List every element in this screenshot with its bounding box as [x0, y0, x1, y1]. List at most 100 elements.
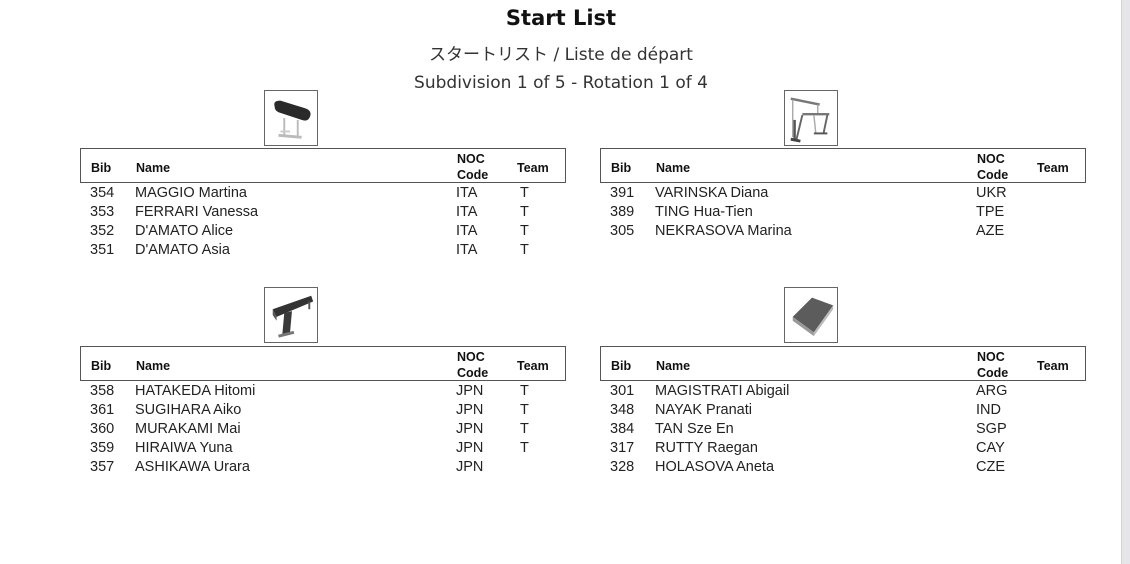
bib-cell: 357 — [90, 459, 115, 475]
column-header-name: Name — [656, 359, 691, 373]
column-header-bib: Bib — [91, 161, 112, 175]
name-cell: MURAKAMI Mai — [135, 421, 241, 437]
name-cell: NEKRASOVA Marina — [655, 223, 792, 239]
column-header-name: Name — [136, 161, 171, 175]
name-cell: MAGISTRATI Abigail — [655, 383, 790, 399]
column-header-bib: Bib — [611, 359, 632, 373]
noc-cell: JPN — [456, 402, 484, 418]
noc-line1: NOC — [457, 152, 485, 166]
name-cell: D'AMATO Asia — [135, 242, 230, 258]
noc-cell: AZE — [976, 223, 1005, 239]
name-cell: TING Hua-Tien — [655, 204, 753, 220]
table-row: 384 TAN Sze En SGP — [600, 419, 1086, 438]
table-header: Bib Name NOC Code Team — [600, 148, 1086, 183]
start-list-table-uneven-bars: Bib Name NOC Code Team 391 VARINSKA Diana U… — [600, 148, 1086, 240]
noc-cell: ITA — [456, 223, 478, 239]
floor-exercise-icon — [784, 287, 838, 343]
column-header-name: Name — [136, 359, 171, 373]
name-cell: NAYAK Pranati — [655, 402, 752, 418]
noc-line2: Code — [457, 168, 489, 182]
noc-cell: CZE — [976, 459, 1005, 475]
noc-cell: CAY — [976, 440, 1005, 456]
balance-beam-icon — [264, 287, 318, 343]
table-row: 301 MAGISTRATI Abigail ARG — [600, 381, 1086, 400]
team-cell: T — [520, 204, 529, 220]
team-cell: T — [520, 421, 529, 437]
noc-cell: JPN — [456, 459, 484, 475]
bib-cell: 361 — [90, 402, 115, 418]
bib-cell: 391 — [610, 185, 635, 201]
bib-cell: 317 — [610, 440, 635, 456]
table-row: 358 HATAKEDA Hitomi JPN T — [80, 381, 566, 400]
team-cell: T — [520, 440, 529, 456]
noc-cell: JPN — [456, 440, 484, 456]
noc-line2: Code — [457, 366, 489, 380]
bib-cell: 360 — [90, 421, 115, 437]
bib-cell: 351 — [90, 242, 115, 258]
noc-cell: ITA — [456, 185, 478, 201]
noc-cell: SGP — [976, 421, 1007, 437]
bib-cell: 353 — [90, 204, 115, 220]
name-cell: TAN Sze En — [655, 421, 734, 437]
column-header-bib: Bib — [91, 359, 112, 373]
name-cell: RUTTY Raegan — [655, 440, 758, 456]
column-header-noc: NOC Code — [457, 349, 488, 381]
column-header-team: Team — [1037, 359, 1069, 373]
name-cell: MAGGIO Martina — [135, 185, 247, 201]
noc-line1: NOC — [977, 152, 1005, 166]
name-cell: FERRARI Vanessa — [135, 204, 259, 220]
column-header-team: Team — [1037, 161, 1069, 175]
team-cell: T — [520, 402, 529, 418]
bib-cell: 354 — [90, 185, 115, 201]
column-header-team: Team — [517, 359, 549, 373]
noc-cell: ITA — [456, 204, 478, 220]
name-cell: HIRAIWA Yuna — [135, 440, 233, 456]
team-cell: T — [520, 223, 529, 239]
name-cell: HATAKEDA Hitomi — [135, 383, 256, 399]
column-header-noc: NOC Code — [457, 151, 488, 183]
table-row: 391 VARINSKA Diana UKR — [600, 183, 1086, 202]
column-header-team: Team — [517, 161, 549, 175]
table-header: Bib Name NOC Code Team — [80, 148, 566, 183]
team-cell: T — [520, 383, 529, 399]
bib-cell: 384 — [610, 421, 635, 437]
bib-cell: 359 — [90, 440, 115, 456]
noc-cell: ITA — [456, 242, 478, 258]
noc-line1: NOC — [457, 350, 485, 364]
noc-line2: Code — [977, 168, 1009, 182]
column-header-name: Name — [656, 161, 691, 175]
bib-cell: 352 — [90, 223, 115, 239]
vault-icon — [264, 90, 318, 146]
noc-cell: JPN — [456, 383, 484, 399]
start-list-table-balance-beam: Bib Name NOC Code Team 358 HATAKEDA Hitomi… — [80, 346, 566, 476]
name-cell: VARINSKA Diana — [655, 185, 769, 201]
column-header-bib: Bib — [611, 161, 632, 175]
noc-line1: NOC — [977, 350, 1005, 364]
name-cell: HOLASOVA Aneta — [655, 459, 775, 475]
noc-cell: ARG — [976, 383, 1008, 399]
table-row: 317 RUTTY Raegan CAY — [600, 438, 1086, 457]
page-title: Start List — [505, 6, 617, 30]
noc-cell: IND — [976, 402, 1001, 418]
team-cell: T — [520, 185, 529, 201]
noc-cell: UKR — [976, 185, 1007, 201]
table-header: Bib Name NOC Code Team — [80, 346, 566, 381]
table-row: 353 FERRARI Vanessa ITA T — [80, 202, 566, 221]
bib-cell: 348 — [610, 402, 635, 418]
table-row: 359 HIRAIWA Yuna JPN T — [80, 438, 566, 457]
bib-cell: 358 — [90, 383, 115, 399]
scrollbar[interactable] — [1121, 0, 1130, 564]
bib-cell: 389 — [610, 204, 635, 220]
bib-cell: 301 — [610, 383, 635, 399]
